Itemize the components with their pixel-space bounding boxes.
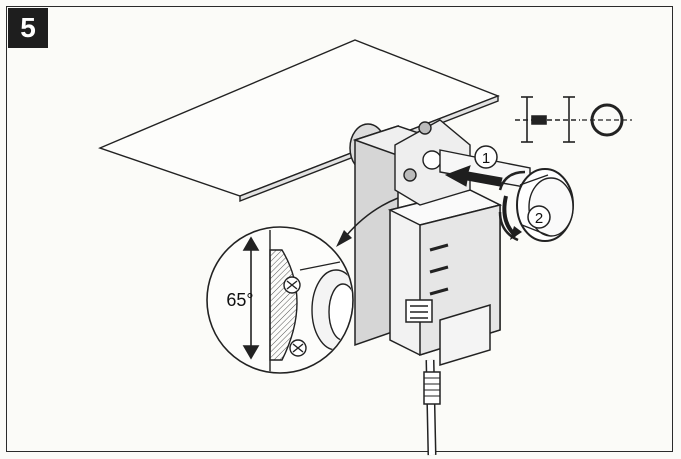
rotate-arrow <box>502 195 522 240</box>
detail-magnifier: 65° <box>206 226 354 374</box>
step-1-marker: 1 <box>474 145 498 169</box>
step-number-badge: 5 <box>8 8 48 48</box>
round-shaft-section-icon <box>582 103 632 137</box>
round-shaft-side-icon <box>515 96 580 143</box>
angle-label: 65° <box>226 290 253 310</box>
detail-pointer-head <box>336 230 352 247</box>
actuator-housing <box>349 123 503 456</box>
step-2-marker: 2 <box>527 205 551 229</box>
step-1-label: 1 <box>482 150 490 167</box>
step-2-label: 2 <box>535 210 543 227</box>
detail-pointer-arrow <box>345 197 399 237</box>
figure-frame <box>6 6 673 452</box>
push-arrow <box>444 165 503 187</box>
